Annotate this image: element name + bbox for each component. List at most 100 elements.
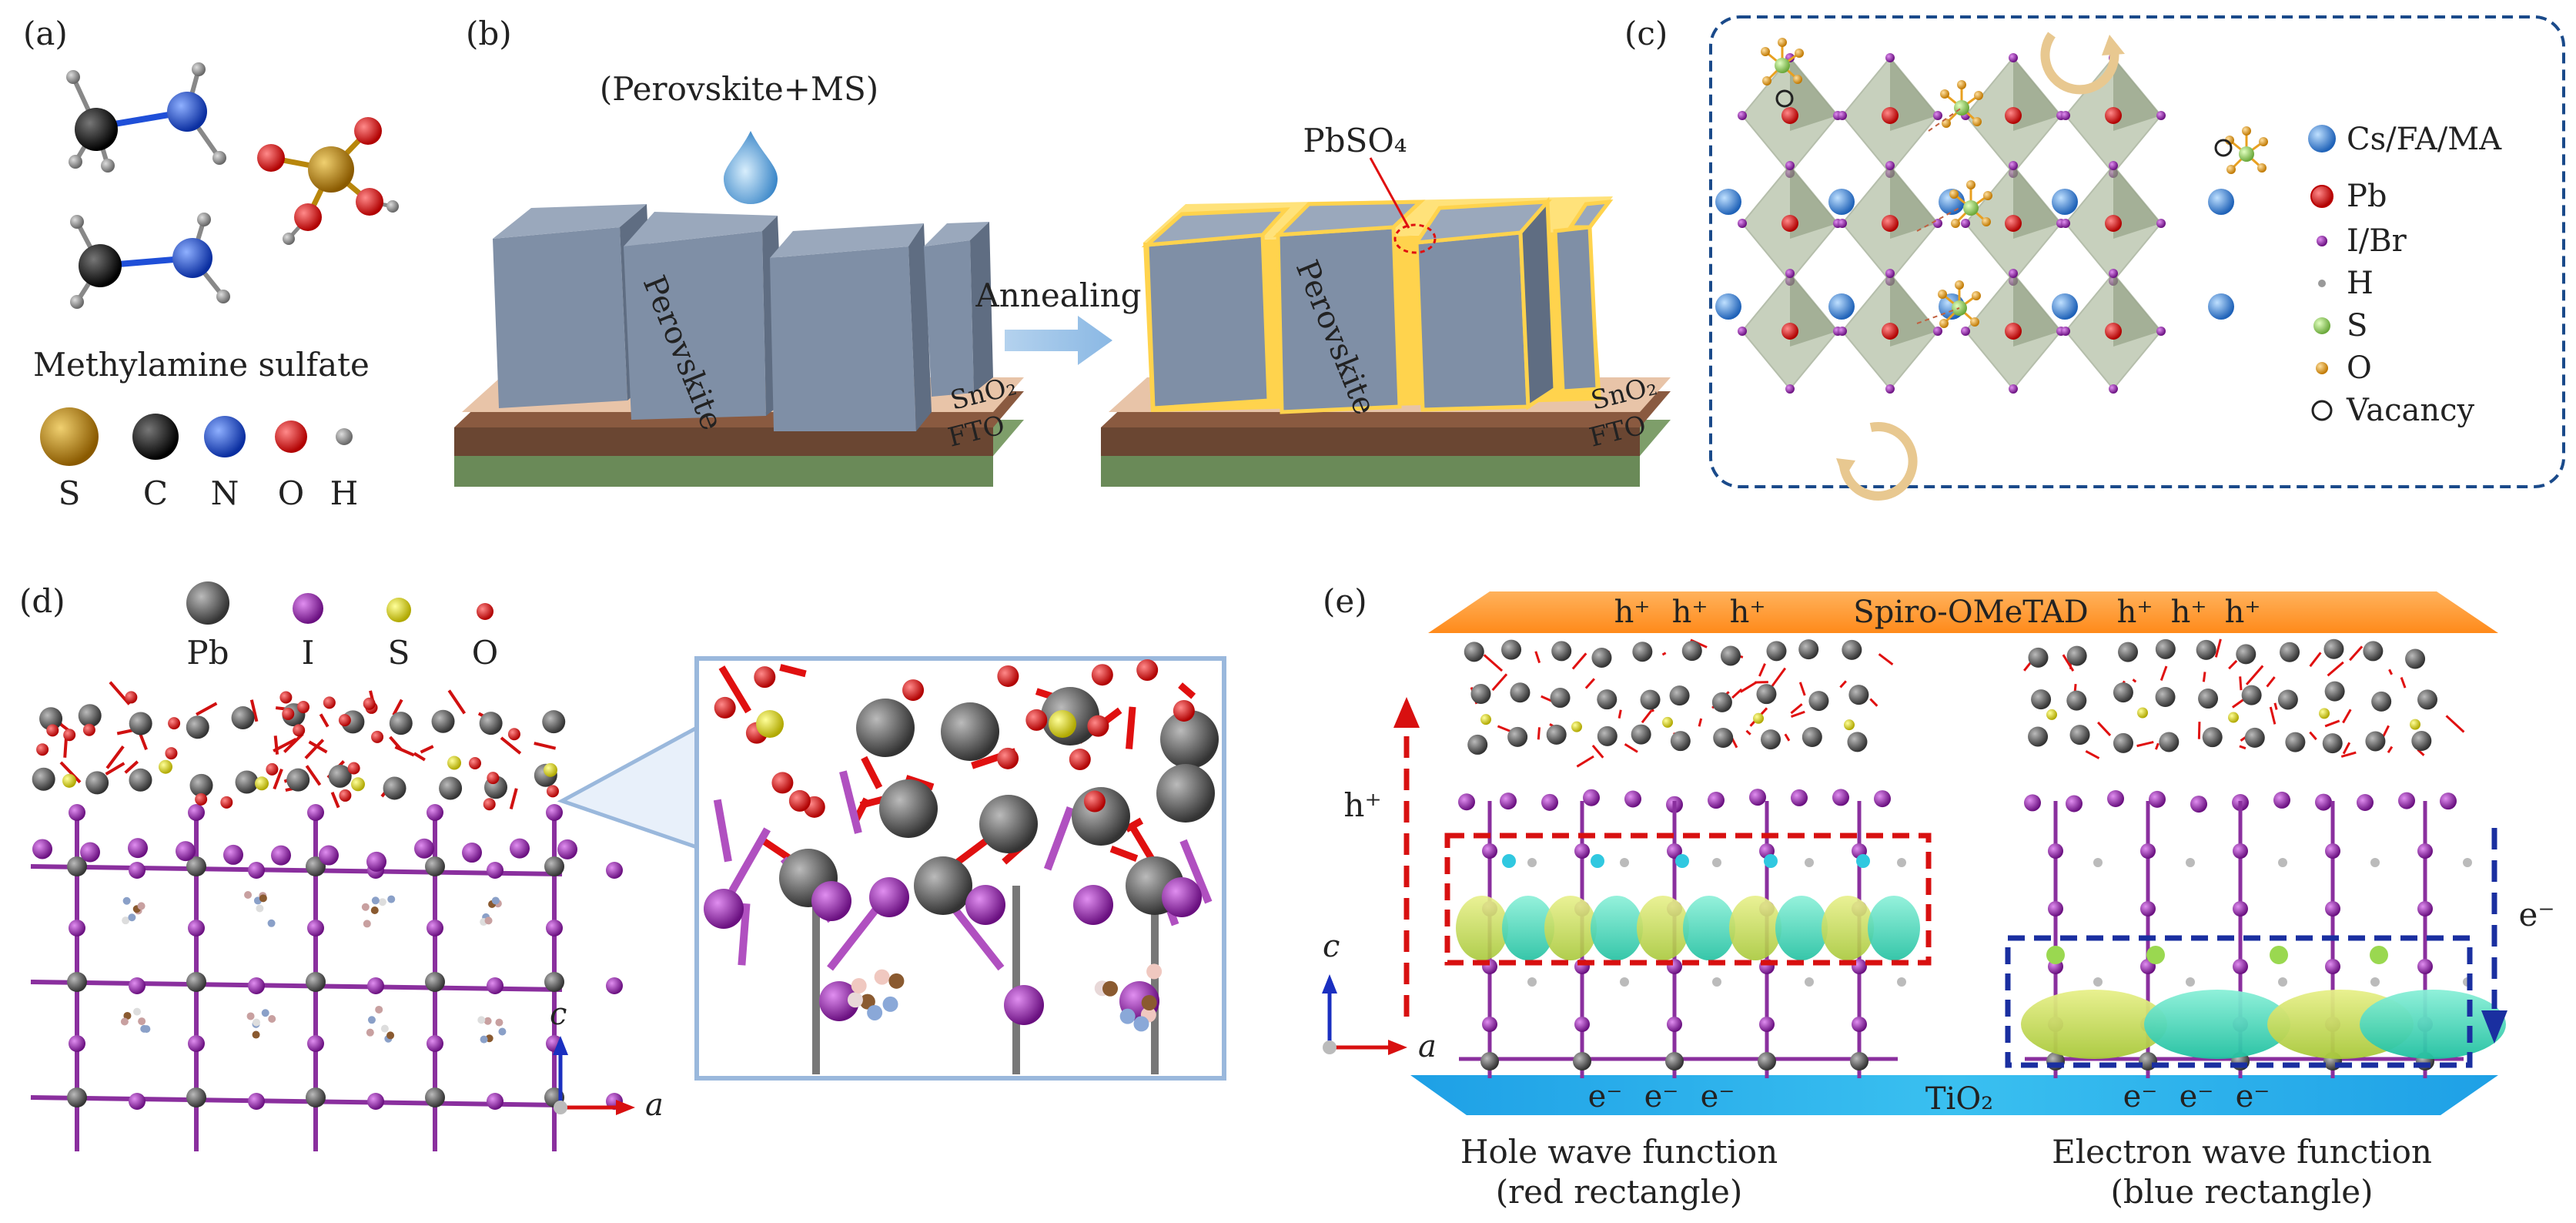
sulfur-atom — [1662, 716, 1673, 728]
iodine-atom — [1667, 1017, 1682, 1032]
panel-c-legend: Cs/FA/MA Pb I/Br H S O Vacancy — [2308, 122, 2502, 428]
s-o-bond — [1534, 651, 1541, 664]
s-o-bond — [1731, 688, 1743, 699]
hole-symbol-top-5: h⁺ — [2171, 595, 2207, 630]
sulfur-atom — [1753, 712, 1764, 724]
hole-lobe — [1683, 896, 1735, 960]
iodine-atom — [2325, 843, 2340, 859]
molecule-atom — [1527, 977, 1537, 987]
oxygen-atom — [46, 724, 59, 737]
legend-c-label: C — [143, 474, 168, 512]
molecule-atom — [888, 973, 905, 989]
s-o-bond — [2273, 702, 2278, 710]
pb-i-bond — [1043, 806, 1075, 871]
s-o-bond — [718, 665, 751, 714]
panel-d: (d) Pb I S O c a — [19, 581, 1226, 1151]
hole-caption-line2: (red rectangle) — [1496, 1173, 1743, 1211]
halide-atom — [1885, 53, 1895, 62]
pb-atom — [67, 856, 87, 876]
s-o-bond — [861, 756, 883, 789]
octahedron-face — [1890, 273, 1938, 347]
iodine-atom — [69, 804, 85, 821]
pb-atom — [2028, 647, 2049, 668]
oxygen-atom — [1957, 80, 1966, 89]
perovskite-lattice — [1715, 38, 2268, 394]
molecule-atom — [367, 1016, 376, 1024]
pb-atom — [129, 712, 152, 735]
pb-i-bond — [827, 904, 882, 971]
pb-atom — [2005, 107, 2022, 124]
wave-function-lobes — [1456, 854, 2506, 1059]
halide-atom — [1961, 219, 1970, 228]
sulfur-atom — [447, 756, 461, 770]
halide-atom — [2009, 384, 2018, 394]
legend-vacancy-icon — [2311, 400, 2333, 421]
iodine-atom — [427, 1035, 443, 1052]
hole-lobe — [1822, 896, 1874, 960]
pb-atom — [2005, 323, 2022, 340]
oxygen-atom — [1940, 89, 1949, 99]
s-o-bond — [534, 742, 557, 750]
oxygen-atom — [63, 729, 76, 742]
oxygen-atom — [1091, 664, 1113, 686]
iodine-atom — [129, 862, 146, 879]
iodine-atom — [427, 920, 443, 937]
octahedron-face — [1790, 166, 1838, 239]
pb-atom — [2244, 727, 2265, 748]
molecule-atom — [1712, 858, 1721, 867]
s-o-bond — [392, 699, 403, 716]
iodine-atom — [188, 1035, 205, 1052]
pb-atom — [32, 767, 55, 791]
oxygen-atom — [1949, 189, 1959, 199]
iodine-atom — [1574, 843, 1590, 859]
s-o-bond — [1109, 845, 1139, 862]
axis-a-label-d: a — [645, 1087, 664, 1123]
iodine-atom — [1791, 789, 1808, 806]
halide-atom — [2009, 269, 2018, 278]
pb-i-bond — [738, 903, 751, 966]
molecule-atom — [2186, 977, 2195, 987]
oxygen-atom — [1972, 117, 1982, 126]
oxygen-atom — [902, 679, 925, 702]
molecule-atom — [371, 896, 380, 905]
a-site-cation — [1828, 293, 1855, 320]
iodine-atom — [1874, 790, 1891, 808]
pb-atom — [1713, 727, 1734, 748]
pb-atom — [2113, 732, 2133, 753]
pb-atom — [1470, 684, 1491, 705]
molecule-atom — [256, 904, 264, 913]
s-o-bond — [1541, 695, 1553, 702]
panel-e-label: (e) — [1323, 582, 1367, 620]
molecule-atom — [252, 1030, 260, 1039]
pb-atom — [39, 707, 63, 731]
molecule-atom — [498, 1027, 507, 1036]
iodine-atom — [2233, 901, 2248, 916]
hole-lobe — [1544, 896, 1597, 960]
oxygen-atom — [1795, 49, 1804, 58]
s-o-bond — [420, 745, 434, 754]
iodine-atom — [1162, 877, 1202, 917]
pb-i-bond — [1179, 839, 1213, 904]
oxygen-atom — [1778, 38, 1787, 47]
molecule-atom — [480, 1035, 488, 1044]
panel-b-label: (b) — [466, 15, 512, 52]
iodine-atom — [2325, 959, 2340, 974]
iodine-atom — [69, 920, 85, 937]
s-o-bond — [1126, 706, 1136, 749]
iodine-atom — [366, 851, 386, 872]
iodine-atom — [1749, 789, 1766, 806]
sulfur-atom — [1844, 719, 1855, 731]
s-o-bond — [1537, 727, 1541, 740]
hole-symbol-top-3: h⁺ — [1730, 595, 1766, 630]
molecule-atom — [2186, 858, 2195, 867]
s-o-bond — [273, 735, 279, 755]
pb-atom — [1480, 1052, 1499, 1071]
molecule-atom — [133, 1007, 142, 1016]
iodine-atom — [869, 877, 909, 917]
iodine-atom — [176, 841, 196, 862]
s-o-bond — [305, 765, 322, 786]
iodine-atom — [1500, 792, 1517, 810]
s-o-bond — [1698, 718, 1703, 727]
pb-atom — [914, 856, 972, 915]
molecule-atom — [2278, 977, 2287, 987]
